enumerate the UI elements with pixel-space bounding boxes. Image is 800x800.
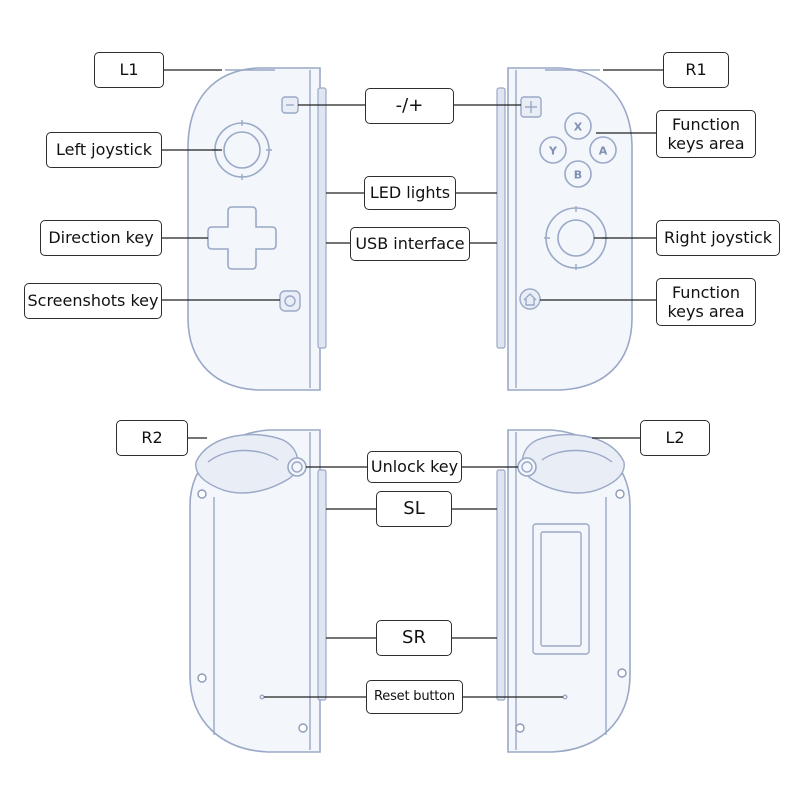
- label-right-joystick: Right joystick: [656, 220, 780, 256]
- face-buttons: X Y A B: [539, 112, 617, 188]
- label-sr: SR: [376, 620, 452, 656]
- function-keys-line-1: Function: [671, 114, 741, 134]
- left-joycon-rear: [189, 429, 327, 753]
- y-button-label: Y: [548, 145, 558, 158]
- label-direction-key: Direction key: [40, 220, 162, 256]
- label-r2: R2: [116, 420, 188, 456]
- function-keys-line-2: keys area: [667, 134, 745, 153]
- label-left-joystick: Left joystick: [46, 132, 162, 168]
- function-keys-line-1b: Function: [671, 282, 741, 302]
- function-keys-line-2b: keys area: [667, 302, 745, 321]
- right-joycon-front: X Y A B: [496, 67, 633, 391]
- label-l1: L1: [94, 52, 164, 88]
- a-button-label: A: [599, 145, 608, 158]
- right-joycon-rear: [496, 429, 631, 753]
- label-function-keys-area-bottom: Function keys area: [656, 278, 756, 326]
- label-r1: R1: [663, 52, 729, 88]
- label-l2: L2: [640, 420, 710, 456]
- y-button[interactable]: [539, 136, 567, 164]
- left-unlock-key[interactable]: [287, 457, 307, 477]
- label-reset-button: Reset button: [366, 680, 463, 714]
- b-button[interactable]: [564, 160, 592, 188]
- label-usb-interface: USB interface: [350, 227, 470, 261]
- a-button[interactable]: [589, 136, 617, 164]
- leader-lines: [162, 69, 663, 698]
- label-minus-plus: -/+: [365, 88, 454, 124]
- left-joycon-front: [187, 67, 327, 391]
- x-button-label: X: [574, 121, 583, 134]
- direction-key-graphic[interactable]: [207, 206, 277, 270]
- label-function-keys-area-top: Function keys area: [656, 110, 756, 158]
- x-button[interactable]: [564, 112, 592, 140]
- b-button-label: B: [574, 169, 582, 182]
- right-unlock-key[interactable]: [517, 457, 537, 477]
- label-unlock-key: Unlock key: [367, 451, 462, 483]
- right-joystick-graphic[interactable]: [544, 206, 608, 270]
- label-screenshots-key: Screenshots key: [24, 283, 162, 319]
- label-sl: SL: [376, 491, 452, 527]
- screenshot-button[interactable]: [279, 290, 301, 312]
- home-button[interactable]: [519, 288, 541, 310]
- label-led-lights: LED lights: [364, 176, 456, 210]
